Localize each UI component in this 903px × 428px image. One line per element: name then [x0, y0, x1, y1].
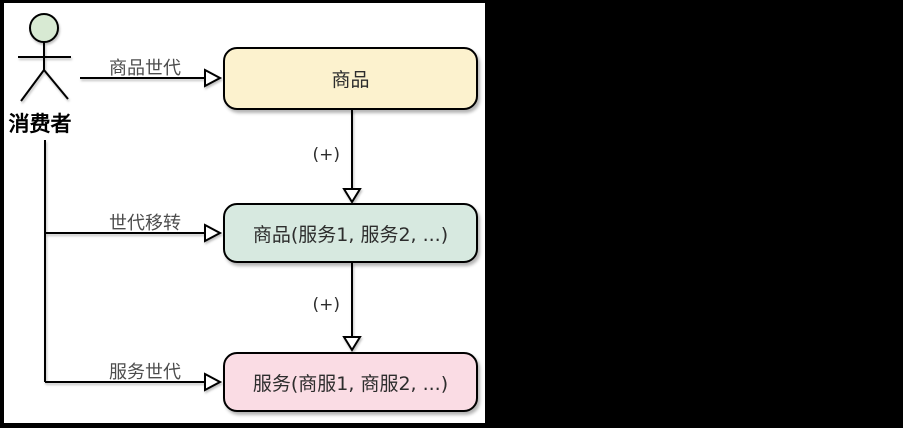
connector-plus-label-1: (+) — [312, 145, 340, 165]
node-product: 商品 — [223, 47, 478, 110]
connector-product-to-bundle-arrow — [342, 110, 362, 204]
edge-service-generation-arrow — [45, 372, 223, 392]
edge-label-generation-transfer: 世代移转 — [109, 213, 181, 234]
actor-label: 消费者 — [8, 112, 72, 136]
connector-bundle-to-service-arrow — [342, 263, 362, 352]
connector-plus-label-2: (+) — [312, 295, 340, 315]
edge-product-generation-arrow — [80, 68, 223, 88]
edge-label-service-generation: 服务世代 — [109, 362, 181, 383]
edge-generation-transfer-arrow — [45, 223, 223, 243]
node-service: 服务(商服1, 商服2, ...) — [223, 352, 478, 412]
actor-icon — [18, 13, 71, 102]
edge-label-product-generation: 商品世代 — [109, 58, 181, 79]
node-product-with-services: 商品(服务1, 服务2, ...) — [223, 203, 478, 263]
